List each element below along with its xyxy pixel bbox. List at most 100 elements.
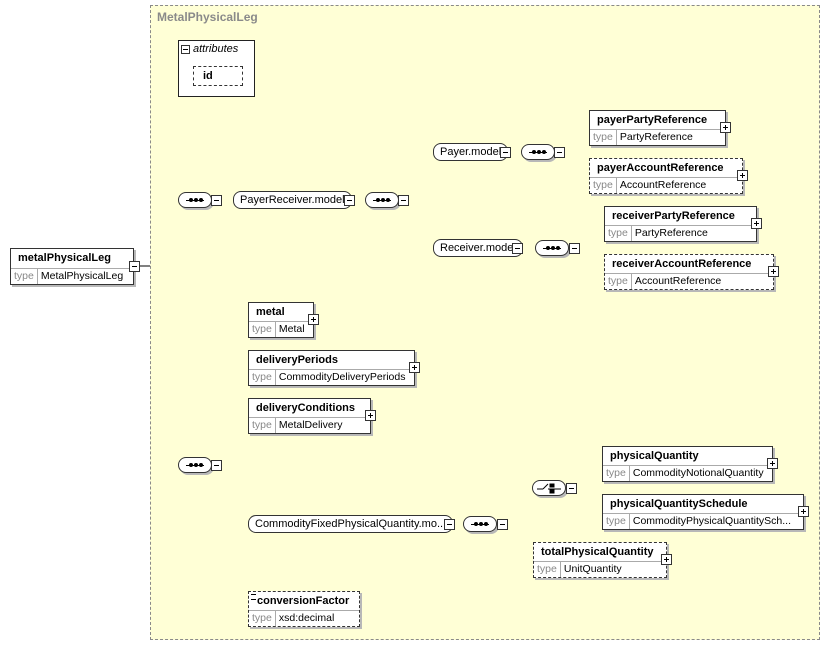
type-value: xsd:decimal <box>278 612 335 624</box>
element-name: deliveryPeriods <box>256 354 338 366</box>
type-value: UnitQuantity <box>563 563 622 575</box>
collapse-icon[interactable] <box>497 519 508 530</box>
type-value: PartyReference <box>634 227 708 239</box>
collapse-icon[interactable] <box>566 483 577 494</box>
collapse-icon[interactable] <box>181 44 190 54</box>
sequence-compositor[interactable] <box>365 192 399 208</box>
element-name: deliveryConditions <box>256 402 356 414</box>
sequence-compositor[interactable] <box>463 516 497 532</box>
element-name: physicalQuantitySchedule <box>610 498 748 510</box>
element-name: receiverPartyReference <box>612 210 735 222</box>
attribute-id[interactable]: id <box>193 66 243 86</box>
type-value: MetalPhysicalLeg <box>40 270 124 282</box>
sequence-compositor[interactable] <box>178 192 212 208</box>
type-value: PartyReference <box>619 131 693 143</box>
expand-icon[interactable] <box>308 314 319 325</box>
expand-icon[interactable] <box>737 170 748 181</box>
collapse-icon[interactable] <box>211 460 222 471</box>
collapse-icon[interactable] <box>569 243 580 254</box>
collapse-icon[interactable] <box>129 261 140 272</box>
element-name: payerAccountReference <box>597 162 724 174</box>
type-value: CommodityDeliveryPeriods <box>278 371 406 383</box>
element-name: totalPhysicalQuantity <box>541 546 654 558</box>
type-value: AccountReference <box>634 275 722 287</box>
collapse-icon[interactable] <box>398 195 409 206</box>
attributes-label: attributes <box>193 43 239 55</box>
model-commodity-fixed-physical-quantity[interactable]: CommodityFixedPhysicalQuantity.mo... <box>248 515 454 533</box>
sequence-compositor[interactable] <box>178 457 212 473</box>
type-value: CommodityNotionalQuantity <box>632 467 764 479</box>
type-key: type <box>534 562 561 577</box>
type-key: type <box>249 611 276 626</box>
collapse-icon[interactable] <box>500 147 511 158</box>
model-payer-receiver[interactable]: PayerReceiver.model <box>233 191 352 209</box>
group-title: MetalPhysicalLeg <box>157 10 258 24</box>
expand-icon[interactable] <box>751 218 762 229</box>
collapse-icon[interactable] <box>554 147 565 158</box>
type-key: type <box>603 466 630 481</box>
type-key: type <box>249 370 276 385</box>
choice-icon <box>537 483 561 494</box>
type-value: Metal <box>278 323 305 335</box>
element-name: receiverAccountReference <box>612 258 752 270</box>
collapse-icon[interactable] <box>344 195 355 206</box>
type-key: type <box>11 269 38 284</box>
element-name: metalPhysicalLeg <box>18 252 111 264</box>
expand-icon[interactable] <box>720 122 731 133</box>
attributes-header[interactable]: attributes <box>181 43 238 55</box>
element-type-row: type MetalPhysicalLeg <box>11 268 133 284</box>
model-payer[interactable]: Payer.model <box>433 143 509 161</box>
expand-icon[interactable] <box>365 410 376 421</box>
element-metalPhysicalLeg[interactable]: metalPhysicalLeg type MetalPhysicalLeg <box>10 248 134 285</box>
model-receiver[interactable]: Receiver.model <box>433 239 523 257</box>
expand-icon[interactable] <box>409 362 420 373</box>
expand-icon[interactable] <box>661 554 672 565</box>
type-key: type <box>590 130 617 145</box>
attributes-box: attributes id <box>178 40 255 97</box>
collapse-icon[interactable] <box>444 519 455 530</box>
sequence-compositor[interactable] <box>521 144 555 160</box>
sequence-compositor[interactable] <box>535 240 569 256</box>
expand-icon[interactable] <box>767 458 778 469</box>
type-key: type <box>249 418 276 433</box>
type-key: type <box>605 226 632 241</box>
simple-type-icon <box>251 594 256 600</box>
type-key: type <box>590 178 617 193</box>
element-name: conversionFactor <box>257 595 350 607</box>
element-name: payerPartyReference <box>597 114 708 126</box>
collapse-icon[interactable] <box>211 195 222 206</box>
type-key: type <box>605 274 632 289</box>
expand-icon[interactable] <box>798 506 809 517</box>
type-key: type <box>249 322 276 337</box>
type-value: CommodityPhysicalQuantitySch... <box>632 515 792 527</box>
choice-compositor[interactable] <box>532 480 566 496</box>
element-name: metal <box>256 306 285 318</box>
expand-icon[interactable] <box>768 266 779 277</box>
type-key: type <box>603 514 630 529</box>
element-name: physicalQuantity <box>610 450 699 462</box>
type-value: MetalDelivery <box>278 419 343 431</box>
collapse-icon[interactable] <box>512 243 523 254</box>
